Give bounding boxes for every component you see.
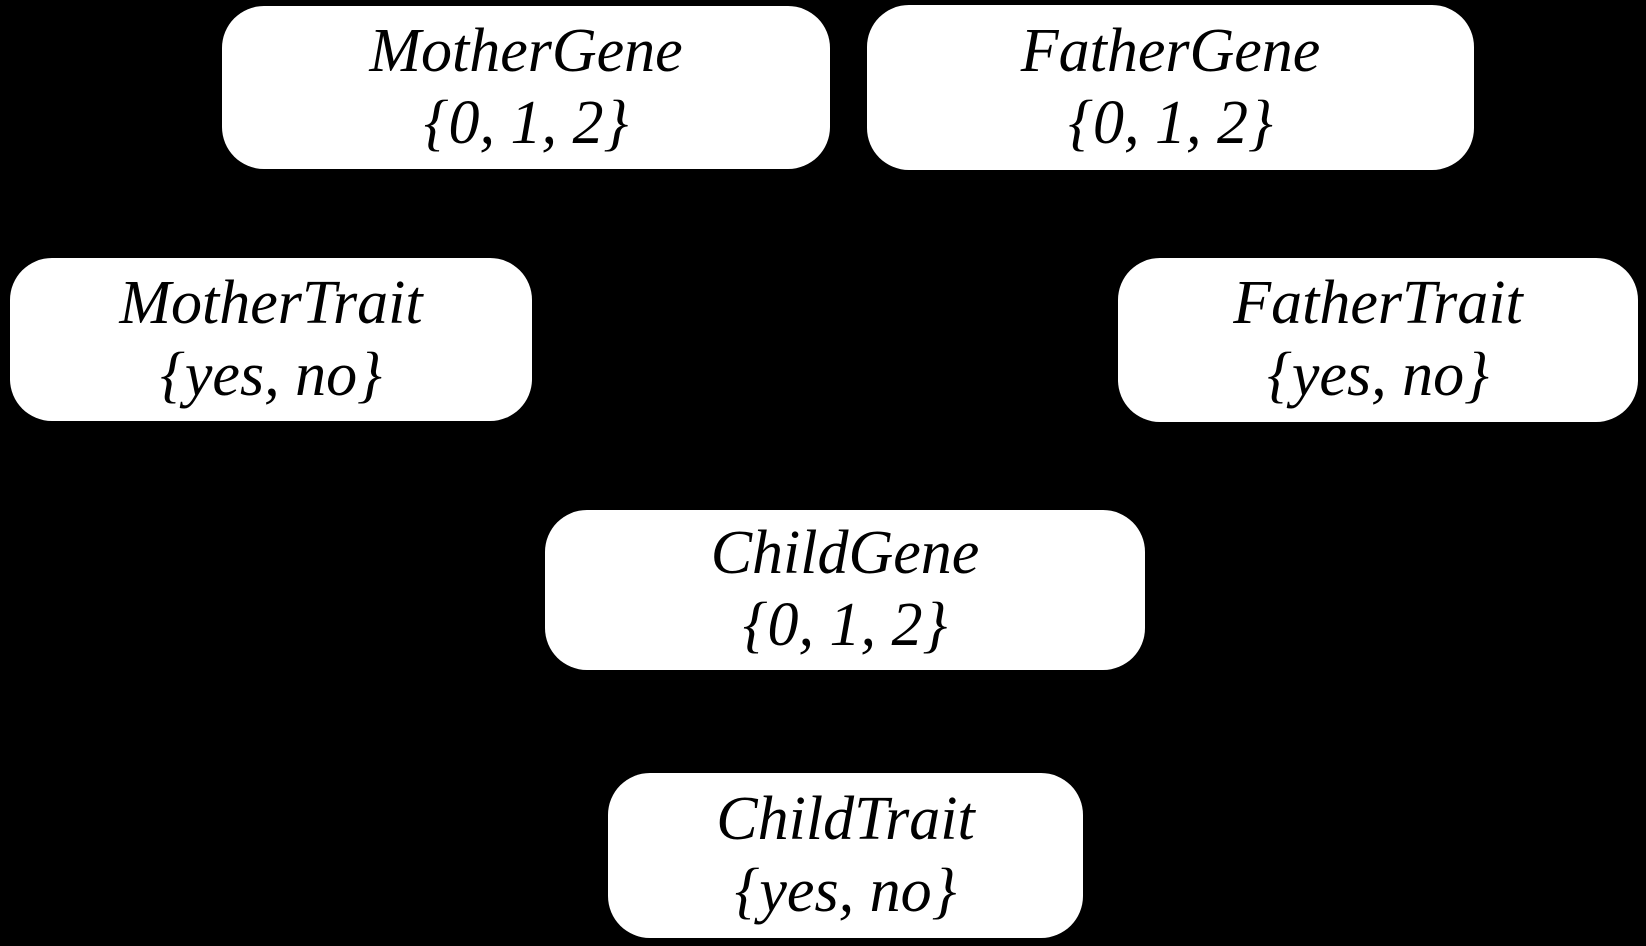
node-domain: {yes, no}	[160, 340, 382, 409]
node-domain: {yes, no}	[734, 856, 957, 925]
node-domain: {0, 1, 2}	[423, 88, 629, 157]
node-label: FatherGene	[1020, 16, 1321, 85]
node-domain: {yes, no}	[1267, 341, 1489, 409]
node-label: MotherTrait	[119, 268, 423, 337]
node-label: ChildGene	[710, 519, 980, 588]
node-label: FatherTrait	[1233, 269, 1523, 338]
node-domain: {0, 1, 2}	[1068, 88, 1273, 157]
node-child-trait: ChildTrait {yes, no}	[608, 773, 1083, 938]
node-mother-trait: MotherTrait {yes, no}	[10, 258, 532, 421]
node-child-gene: ChildGene {0, 1, 2}	[545, 510, 1145, 670]
node-label: ChildTrait	[716, 784, 975, 853]
node-father-gene: FatherGene {0, 1, 2}	[867, 5, 1474, 170]
node-mother-gene: MotherGene {0, 1, 2}	[222, 6, 830, 169]
node-domain: {0, 1, 2}	[742, 591, 948, 659]
node-label: MotherGene	[369, 16, 683, 85]
node-father-trait: FatherTrait {yes, no}	[1118, 258, 1638, 422]
